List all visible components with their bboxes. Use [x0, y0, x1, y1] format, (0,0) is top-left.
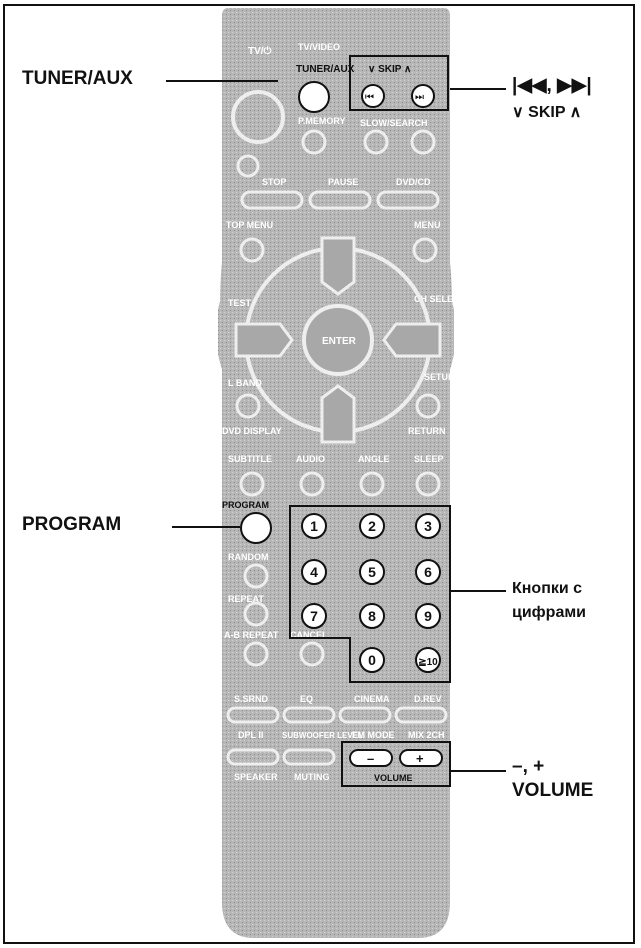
speaker-label: SPEAKER [234, 772, 278, 782]
skip-remote-label: ∨ SKIP ∧ [368, 64, 411, 75]
enter-label: ENTER [322, 336, 357, 347]
tuner-aux-button[interactable] [299, 82, 329, 112]
test-label: TEST [228, 298, 252, 308]
menu-label: MENU [414, 220, 441, 230]
callout-volume-text: VOLUME [512, 780, 593, 802]
up-arrow-button[interactable] [322, 238, 354, 294]
callout-digits-line1: Кнопки с [512, 580, 582, 598]
down-arrow-button[interactable] [322, 386, 354, 442]
callout-volume-symbols: –, + [512, 756, 544, 778]
tv-video-label: TV/VIDEO [298, 42, 340, 52]
cinema-label: CINEMA [354, 694, 390, 704]
volume-plus-label: + [416, 751, 424, 766]
callout-program: PROGRAM [22, 514, 121, 536]
leader-digits [450, 590, 506, 592]
subtitle-label: SUBTITLE [228, 454, 272, 464]
dpl-label: DPL II [238, 730, 263, 740]
volume-remote-label: VOLUME [374, 773, 413, 783]
slow-search-label: SLOW/SEARCH [360, 118, 428, 128]
tv-power-label: TV/⏻ [248, 45, 272, 57]
return-label: RETURN [408, 426, 446, 436]
random-label: RANDOM [228, 552, 269, 562]
leader-program [172, 526, 240, 528]
digit-label-6: 7 [310, 608, 318, 624]
dvd-cd-label: DVD/CD [396, 177, 431, 187]
sub-level-label: SUBWOOFER LEVEL [282, 731, 363, 740]
display-label: DVD DISPLAY [222, 426, 282, 436]
l-band-label: L BAND [228, 378, 262, 388]
angle-label: ANGLE [358, 454, 390, 464]
remote-control-illustration: TV/⏻ TV/VIDEO TUNER/AUX ∨ SKIP ∧ ⏮ ⏭ P.M… [218, 2, 454, 940]
right-arrow-button[interactable] [384, 324, 440, 356]
mix-2ch-label: MIX 2CH [408, 730, 445, 740]
audio-label: AUDIO [296, 454, 325, 464]
digit-label-2: 3 [424, 518, 432, 534]
left-arrow-button[interactable] [236, 324, 292, 356]
fm-mode-label: FM MODE [352, 730, 395, 740]
skip-prev-icon: ⏮ [365, 92, 374, 103]
program-button[interactable] [241, 513, 271, 543]
tuner-aux-remote-label: TUNER/AUX [296, 64, 355, 75]
digit-label-3: 4 [310, 564, 318, 580]
callout-digits-line2: цифрами [512, 604, 586, 622]
volume-minus-label: – [367, 751, 374, 766]
pause-label: PAUSE [328, 177, 358, 187]
a-b-repeat-label: A-B REPEAT [224, 630, 279, 640]
eq-label: EQ [300, 694, 313, 704]
digit-label-5: 6 [424, 564, 432, 580]
callout-tuner-aux: TUNER/AUX [22, 68, 133, 90]
leader-volume [450, 770, 506, 772]
skip-next-icon: ⏭ [415, 92, 424, 103]
callout-skip-icons: |◀◀, ▶▶| [512, 74, 592, 97]
s-srnd-label: S.SRND [234, 694, 269, 704]
digit-label-10: ≧10 [418, 657, 438, 668]
digit-label-4: 5 [368, 564, 376, 580]
leader-skip [450, 88, 506, 90]
digit-label-1: 2 [368, 518, 376, 534]
stop-label: STOP [262, 177, 286, 187]
leader-tuner-aux [166, 80, 278, 82]
muting-label: MUTING [294, 772, 330, 782]
setup-label: SETUP [424, 372, 454, 382]
digit-label-0: 1 [310, 518, 318, 534]
sleep-label: SLEEP [414, 454, 444, 464]
d-rev-label: D.REV [414, 694, 442, 704]
digit-label-9: 0 [368, 652, 376, 668]
digit-label-7: 8 [368, 608, 376, 624]
callout-skip-text: ∨ SKIP ∧ [512, 102, 581, 122]
digit-label-8: 9 [424, 608, 432, 624]
top-menu-label: TOP MENU [226, 220, 273, 230]
p-memory-label: P.MEMORY [298, 116, 346, 126]
program-remote-label: PROGRAM [222, 500, 269, 510]
